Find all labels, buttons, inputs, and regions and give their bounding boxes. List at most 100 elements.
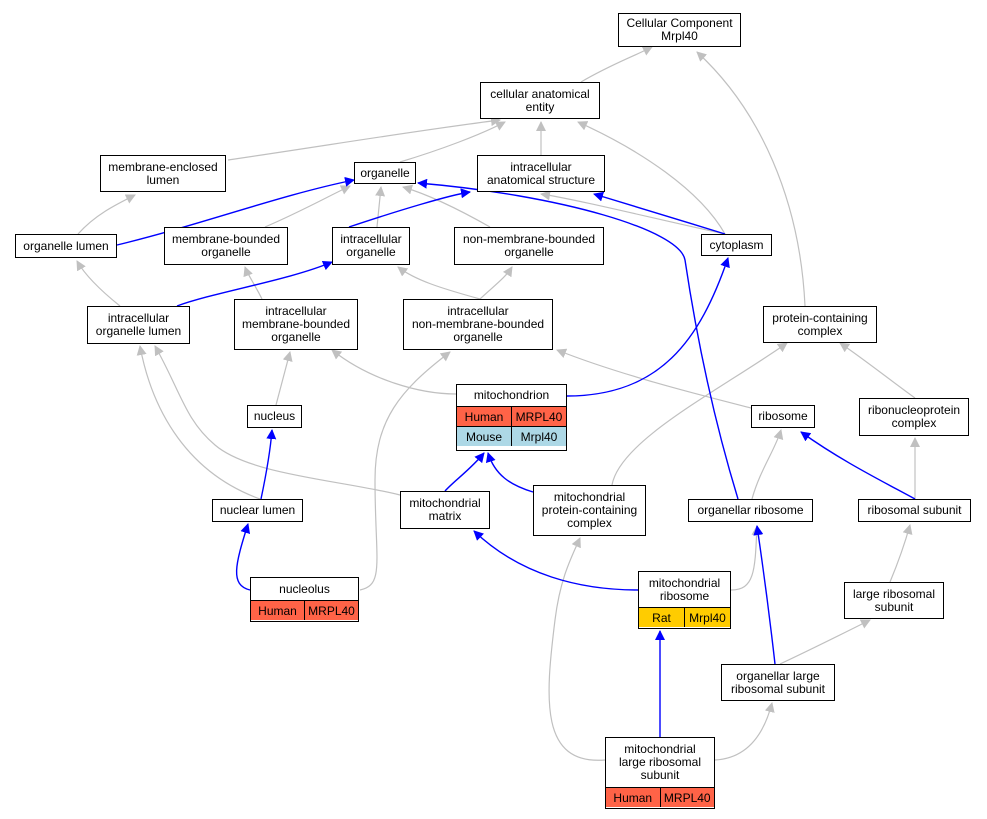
edge-rnp-to-pc-complex bbox=[839, 342, 916, 399]
node-ribosomal-subunit[interactable]: ribosomal subunit bbox=[858, 499, 971, 522]
annotation-gene: MRPL40 bbox=[659, 788, 715, 807]
edge-mito-matrix-to-mito bbox=[444, 452, 485, 492]
node-label: nucleus bbox=[253, 409, 296, 423]
edge-pc-complex-to-root bbox=[696, 51, 806, 307]
node-ribonucleoprotein-complex[interactable]: ribonucleoprotein complex bbox=[859, 398, 969, 436]
node-label: intracellular anatomical structure bbox=[486, 159, 596, 187]
edge-nuclear-lumen-to-icol bbox=[136, 345, 261, 500]
node-label: nuclear lumen bbox=[219, 503, 296, 517]
edge-mito-to-icmbo bbox=[331, 349, 457, 395]
edge-ribosome-to-icnmbo bbox=[556, 348, 752, 409]
node-label: non-membrane-bounded organelle bbox=[462, 232, 596, 259]
node-label: membrane-bounded organelle bbox=[171, 232, 281, 259]
annotation-row-human: Human MRPL40 bbox=[606, 787, 714, 807]
annotation-species: Mouse bbox=[465, 429, 503, 444]
edge-orgrib-to-ribosome bbox=[751, 429, 784, 500]
annotation-species: Human bbox=[613, 790, 653, 805]
node-label: ribonucleoprotein complex bbox=[867, 403, 961, 430]
node-organellar-large-ribosomal-subunit[interactable]: organellar large ribosomal subunit bbox=[721, 664, 835, 701]
node-label: organelle bbox=[360, 165, 410, 180]
edge-cae-to-root bbox=[580, 46, 653, 83]
edge-mel-to-cae bbox=[227, 116, 501, 161]
node-label: ribosomal subunit bbox=[867, 503, 962, 517]
node-nucleolus[interactable]: nucleolus Human MRPL40 bbox=[250, 577, 359, 622]
edge-mlrs-to-olrs bbox=[714, 702, 775, 761]
node-intracellular-organelle-lumen[interactable]: intracellular organelle lumen bbox=[87, 306, 190, 344]
edge-mbo-to-organelle bbox=[264, 185, 351, 228]
node-mitochondrial-matrix[interactable]: mitochondrial matrix bbox=[400, 491, 490, 529]
node-mitochondrial-ribosome[interactable]: mitochondrial ribosome Rat Mrpl40 bbox=[638, 571, 731, 629]
edge-icnmbo-to-nmbo bbox=[479, 266, 513, 300]
edge-cytoplasm-to-ias bbox=[540, 190, 726, 235]
node-mitochondrial-large-ribosomal-subunit[interactable]: mitochondrial large ribosomal subunit Hu… bbox=[605, 737, 715, 809]
node-label: organellar ribosome bbox=[697, 503, 804, 517]
node-cytoplasm[interactable]: cytoplasm bbox=[701, 234, 772, 256]
edge-orgrib-to-organelle bbox=[417, 178, 739, 500]
annotation-species: Rat bbox=[652, 610, 671, 625]
edge-olrs-to-lrs bbox=[779, 619, 871, 665]
node-organelle-lumen[interactable]: organelle lumen bbox=[15, 234, 117, 258]
node-label: mitochondrion bbox=[473, 388, 550, 402]
node-label: large ribosomal subunit bbox=[852, 586, 936, 614]
node-intracellular-anatomical-structure[interactable]: intracellular anatomical structure bbox=[477, 155, 605, 192]
edge-nucleolus-to-icnmbo bbox=[359, 351, 451, 591]
node-label: protein-containing complex bbox=[772, 310, 868, 338]
node-ribosome[interactable]: ribosome bbox=[751, 405, 815, 428]
edges-layer bbox=[76, 46, 920, 761]
node-label: intracellular membrane-bounded organelle bbox=[241, 304, 351, 344]
edge-nucleolus-to-nuclear-lumen bbox=[235, 523, 251, 591]
node-organelle[interactable]: organelle bbox=[354, 162, 416, 184]
node-cellular-anatomical-entity[interactable]: cellular anatomical entity bbox=[480, 82, 600, 119]
node-label: mitochondrial matrix bbox=[409, 496, 481, 523]
edge-organelle-to-cae bbox=[399, 121, 506, 163]
edge-mitorib-to-mito-matrix bbox=[473, 530, 639, 591]
edge-cytoplasm-to-cae bbox=[577, 121, 726, 235]
node-nucleus[interactable]: nucleus bbox=[247, 405, 302, 428]
node-label: Cellular Component Mrpl40 bbox=[626, 16, 733, 43]
edge-ribsub-to-ribosome bbox=[800, 431, 916, 500]
edge-mlrs-to-mitopc bbox=[548, 537, 606, 761]
node-mitochondrion[interactable]: mitochondrion Human MRPL40 Mouse Mrpl40 bbox=[456, 384, 567, 451]
edge-icol-to-ico bbox=[176, 260, 333, 307]
edge-nmbo-to-organelle bbox=[402, 184, 491, 228]
node-intracellular-membrane-bounded-organelle[interactable]: intracellular membrane-bounded organelle bbox=[234, 299, 358, 350]
node-mitochondrial-protein-containing-complex[interactable]: mitochondrial protein-containing complex bbox=[533, 485, 646, 536]
edge-mitopc-to-pc-complex bbox=[611, 342, 788, 486]
edge-icmbo-to-mbo bbox=[243, 266, 263, 300]
node-label: nucleolus bbox=[279, 581, 330, 596]
edge-icnmbo-to-ico bbox=[397, 266, 481, 300]
node-label: intracellular organelle lumen bbox=[95, 311, 182, 338]
node-intracellular-non-membrane-bounded-organelle[interactable]: intracellular non-membrane-bounded organ… bbox=[403, 299, 553, 350]
edge-mito-matrix-to-icol bbox=[154, 345, 401, 496]
edge-nucleus-to-icmbo bbox=[275, 351, 293, 406]
annotation-species: Human bbox=[464, 409, 504, 424]
node-organellar-ribosome[interactable]: organellar ribosome bbox=[688, 499, 813, 522]
node-label: membrane-enclosed lumen bbox=[108, 159, 218, 187]
node-label: ribosome bbox=[758, 409, 808, 423]
node-membrane-bounded-organelle[interactable]: membrane-bounded organelle bbox=[164, 227, 288, 265]
annotation-row-human: Human MRPL40 bbox=[251, 600, 358, 620]
node-large-ribosomal-subunit[interactable]: large ribosomal subunit bbox=[844, 582, 944, 619]
annotation-row-human: Human MRPL40 bbox=[457, 406, 566, 426]
node-intracellular-organelle[interactable]: intracellular organelle bbox=[332, 227, 410, 265]
node-label: mitochondrial protein-containing complex bbox=[541, 490, 638, 530]
node-protein-containing-complex[interactable]: protein-containing complex bbox=[763, 306, 877, 343]
node-membrane-enclosed-lumen[interactable]: membrane-enclosed lumen bbox=[100, 155, 226, 192]
node-label: organellar large ribosomal subunit bbox=[730, 668, 826, 696]
edge-lrs-to-ribsub bbox=[889, 524, 913, 583]
node-cellular-component-root[interactable]: Cellular Component Mrpl40 bbox=[618, 13, 741, 47]
node-label: intracellular organelle bbox=[340, 232, 402, 259]
annotation-gene: Mrpl40 bbox=[684, 608, 730, 627]
node-label: mitochondrial ribosome bbox=[648, 575, 721, 603]
node-label: organelle lumen bbox=[23, 238, 109, 253]
node-nuclear-lumen[interactable]: nuclear lumen bbox=[212, 499, 303, 522]
edge-icol-to-organelle-lumen bbox=[76, 260, 121, 307]
annotation-row-rat: Rat Mrpl40 bbox=[639, 607, 730, 627]
edge-mitopc-to-mito bbox=[485, 452, 534, 493]
edge-mitorib-to-orgrib bbox=[730, 525, 762, 591]
node-non-membrane-bounded-organelle[interactable]: non-membrane-bounded organelle bbox=[454, 227, 604, 265]
edge-cytoplasm-to-ias-blue bbox=[593, 191, 726, 235]
edge-ico-to-organelle bbox=[375, 186, 386, 228]
edge-ico-to-ias bbox=[348, 188, 471, 228]
